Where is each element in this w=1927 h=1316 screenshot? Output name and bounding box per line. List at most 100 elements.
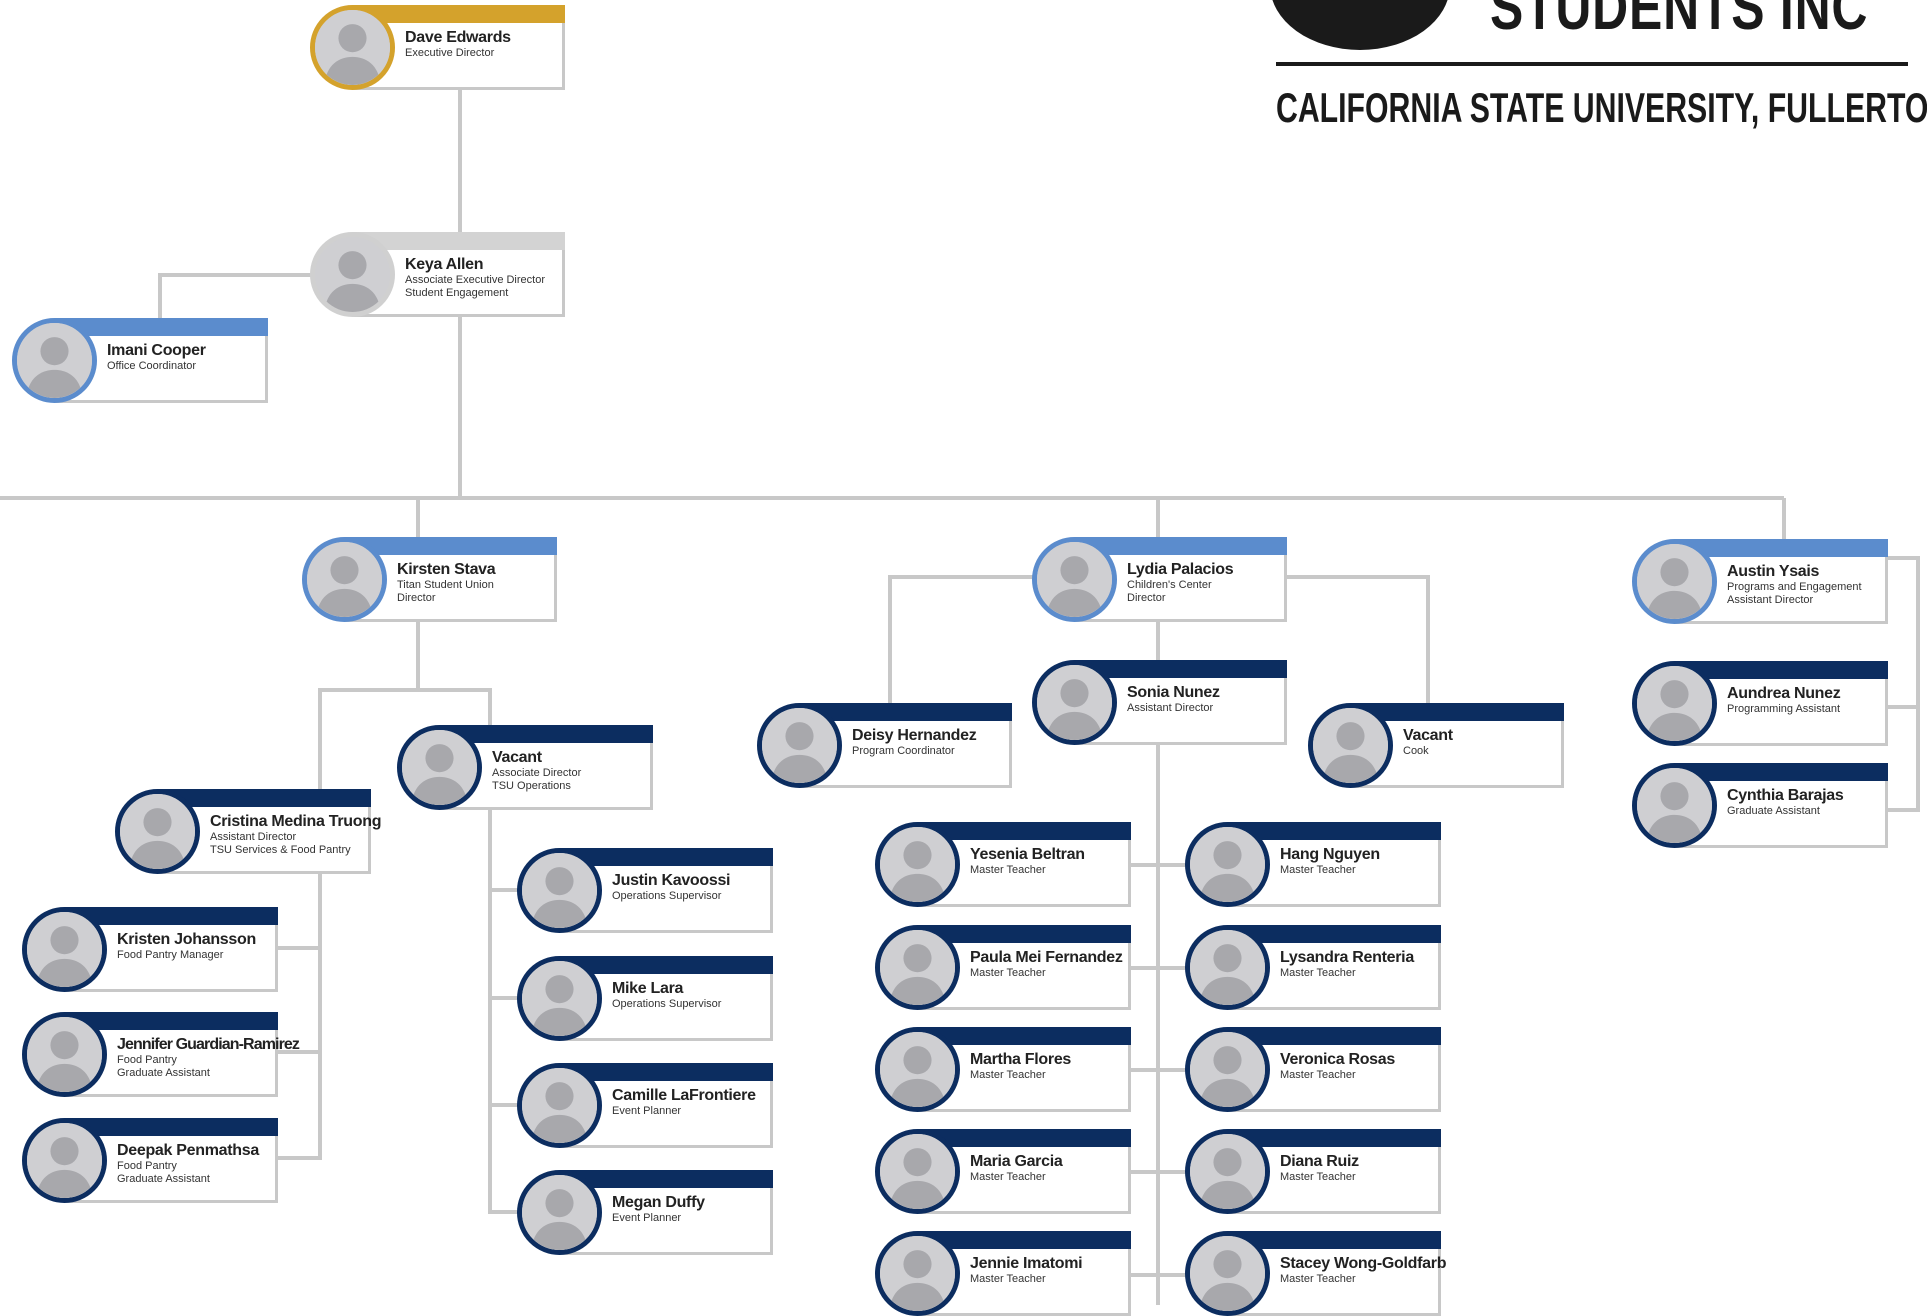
staff-title-line2: TSU Operations [492,780,571,792]
staff-name: Jennifer Guardian-Ramirez [117,1036,300,1053]
logo-brand-text: STUDENTS INC [1490,0,1869,43]
avatar-placeholder-icon [1632,763,1717,848]
staff-title: Master Teacher [1280,1273,1356,1285]
staff-name: Martha Flores [970,1051,1072,1068]
staff-name: Lysandra Renteria [1280,949,1414,966]
avatar-placeholder-icon [875,1027,960,1112]
staff-title-line2: Graduate Assistant [117,1173,210,1185]
staff-name: Stacey Wong-Goldfarb [1280,1255,1447,1272]
avatar-placeholder-icon [1632,661,1717,746]
avatar-placeholder-icon [1032,537,1117,622]
avatar-placeholder-icon [1185,1129,1270,1214]
staff-name: Megan Duffy [612,1194,705,1211]
staff-name: Austin Ysais [1727,563,1820,580]
staff-name: Mike Lara [612,980,684,997]
avatar-placeholder-icon [1308,703,1393,788]
staff-title: Master Teacher [1280,967,1356,979]
avatar-placeholder-icon [757,703,842,788]
avatar-placeholder-icon [310,5,395,90]
staff-title: Master Teacher [1280,1171,1356,1183]
avatar-placeholder-icon [12,318,97,403]
staff-title: Associate Director [492,767,582,779]
staff-title-line2: TSU Services & Food Pantry [210,844,351,856]
staff-title: Food Pantry [117,1054,177,1066]
staff-title: Office Coordinator [107,360,197,372]
avatar-placeholder-icon [22,907,107,992]
logo-university-text: CALIFORNIA STATE UNIVERSITY, FULLERTON™ [1276,84,1927,131]
avatar-placeholder-icon [517,1063,602,1148]
avatar-placeholder-icon [875,822,960,907]
staff-title: Assistant Director [210,831,297,843]
staff-title: Event Planner [612,1105,682,1117]
staff-title: Program Coordinator [852,745,955,757]
staff-title: Master Teacher [1280,1069,1356,1081]
staff-name: Diana Ruiz [1280,1153,1359,1170]
staff-title: Master Teacher [970,1069,1046,1081]
staff-title: Event Planner [612,1212,682,1224]
avatar-placeholder-icon [1032,660,1117,745]
staff-name: Kristen Johansson [117,931,256,948]
staff-title: Master Teacher [970,967,1046,979]
staff-title: Assistant Director [1127,702,1214,714]
avatar-placeholder-icon [1185,822,1270,907]
logo-divider [1276,62,1908,66]
avatar-placeholder-icon [22,1118,107,1203]
avatar-placeholder-icon [1185,1231,1270,1316]
staff-name: Imani Cooper [107,342,206,359]
avatar-placeholder-icon [875,925,960,1010]
staff-name: Keya Allen [405,256,484,273]
staff-name: Yesenia Beltran [970,846,1085,863]
staff-title: Operations Supervisor [612,998,722,1010]
staff-title: Master Teacher [970,1273,1046,1285]
staff-name: Jennie Imatomi [970,1255,1083,1272]
avatar-placeholder-icon [310,232,395,317]
staff-title: Master Teacher [1280,864,1356,876]
staff-name: Deepak Penmathsa [117,1142,259,1159]
staff-name: Hang Nguyen [1280,846,1380,863]
staff-title: Children's Center [1127,579,1212,591]
staff-name: Lydia Palacios [1127,561,1234,578]
staff-name: Kirsten Stava [397,561,496,578]
avatar-placeholder-icon [517,848,602,933]
staff-title: Cook [1403,745,1429,757]
staff-title: Graduate Assistant [1727,805,1820,817]
staff-title: Operations Supervisor [612,890,722,902]
staff-name: Vacant [492,749,542,766]
avatar-placeholder-icon [302,537,387,622]
avatar-placeholder-icon [875,1231,960,1316]
staff-name: Maria Garcia [970,1153,1063,1170]
avatar-placeholder-icon [115,789,200,874]
staff-name: Sonia Nunez [1127,684,1220,701]
staff-title: Food Pantry [117,1160,177,1172]
logo-mark [1270,0,1450,50]
staff-title-line2: Director [397,592,436,604]
staff-name: Cynthia Barajas [1727,787,1844,804]
staff-title: Master Teacher [970,864,1046,876]
staff-title: Food Pantry Manager [117,949,224,961]
staff-name: Camille LaFrontiere [612,1087,756,1104]
staff-name: Cristina Medina Truong [210,813,382,830]
